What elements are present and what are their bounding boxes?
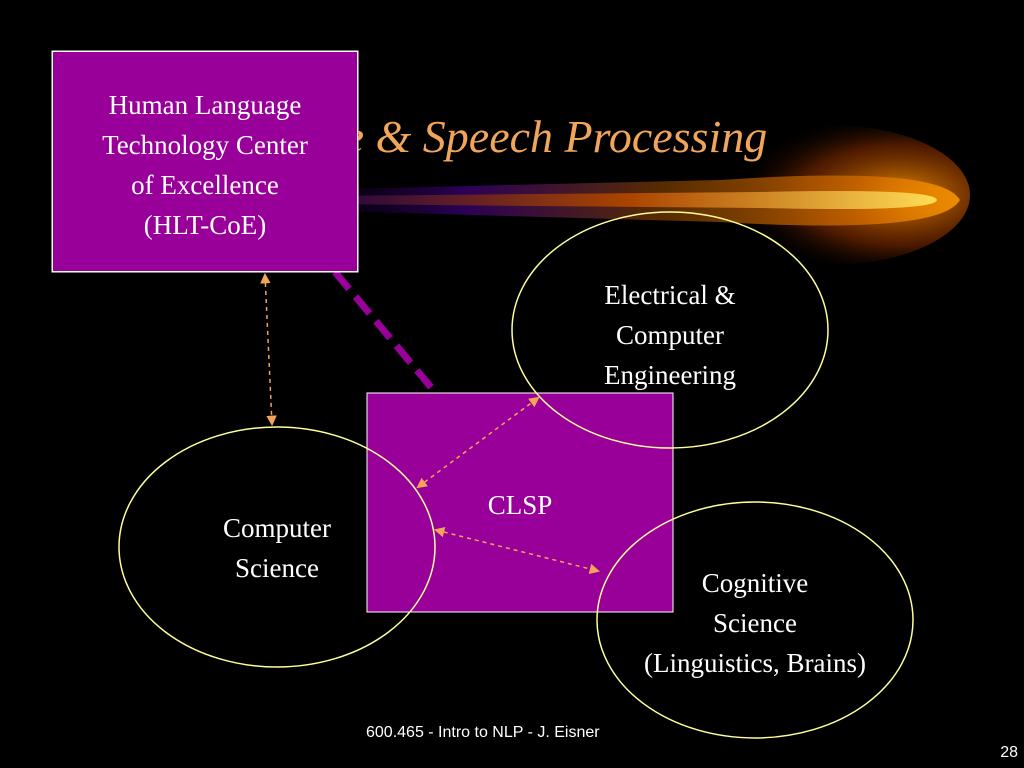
ece-label-line: Engineering xyxy=(604,360,736,390)
clsp-label: CLSP xyxy=(487,490,553,520)
hltcoe-clsp-connector xyxy=(332,269,438,395)
clsp-cogsci-arrow xyxy=(433,526,601,575)
hltcoe-label-line: Technology Center xyxy=(102,130,308,160)
hltcoe-label-line: (HLT-CoE) xyxy=(143,210,267,240)
hltcoe-label-line: Human Language xyxy=(108,90,302,120)
slide-footer: 600.465 - Intro to NLP - J. Eisner xyxy=(366,724,600,741)
cs-label: Computer Science xyxy=(119,508,435,588)
ece-label-line: Electrical & xyxy=(604,280,736,310)
cogsci-label: Cognitive Science (Linguistics, Brains) xyxy=(597,563,913,683)
ece-label-line: Computer xyxy=(616,320,724,350)
ece-ellipse xyxy=(511,211,829,449)
clsp-ece-arrow xyxy=(416,396,540,489)
cs-label-line: Computer xyxy=(223,513,331,543)
cogsci-label-line: Cognitive xyxy=(701,568,809,598)
slide-number: 28 xyxy=(1000,744,1018,761)
ece-label: Electrical & Computer Engineering xyxy=(512,275,828,395)
comet-decoration xyxy=(300,125,970,265)
cogsci-ellipse xyxy=(596,501,914,739)
hltcoe-box-overlay xyxy=(52,51,358,272)
cs-label-line: Science xyxy=(235,553,319,583)
cogsci-label-line: (Linguistics, Brains) xyxy=(644,648,866,678)
hltcoe-label: Human Language Technology Center of Exce… xyxy=(52,85,358,245)
hltcoe-label-line: of Excellence xyxy=(131,170,279,200)
cogsci-label-line: Science xyxy=(713,608,797,638)
hltcoe-cs-arrow xyxy=(260,272,277,427)
